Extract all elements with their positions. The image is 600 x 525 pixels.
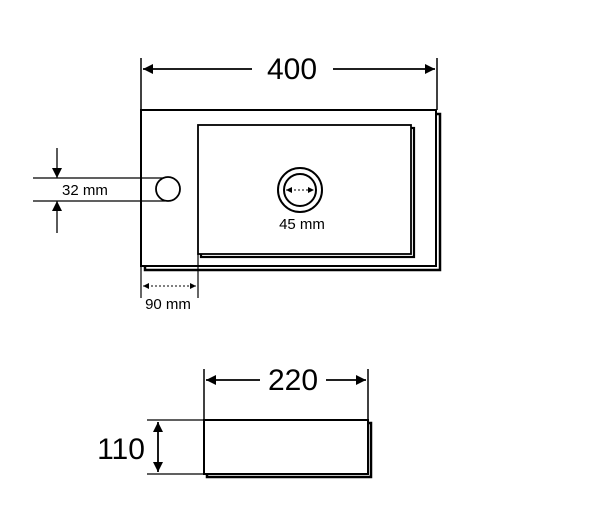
top-view: 400 45 mm 32 mm 90 mm xyxy=(33,53,442,313)
side-body xyxy=(203,419,369,475)
tap-hole xyxy=(155,176,181,202)
side-view: 220 110 xyxy=(97,364,373,479)
side-height-110-label: 110 xyxy=(97,433,145,466)
tap-hole-32mm-label: 32 mm xyxy=(62,182,108,199)
width-400-label: 400 xyxy=(267,53,317,86)
drain-45mm-label: 45 mm xyxy=(279,216,325,233)
offset-90mm-label: 90 mm xyxy=(145,296,191,313)
side-width-220-label: 220 xyxy=(268,364,318,397)
